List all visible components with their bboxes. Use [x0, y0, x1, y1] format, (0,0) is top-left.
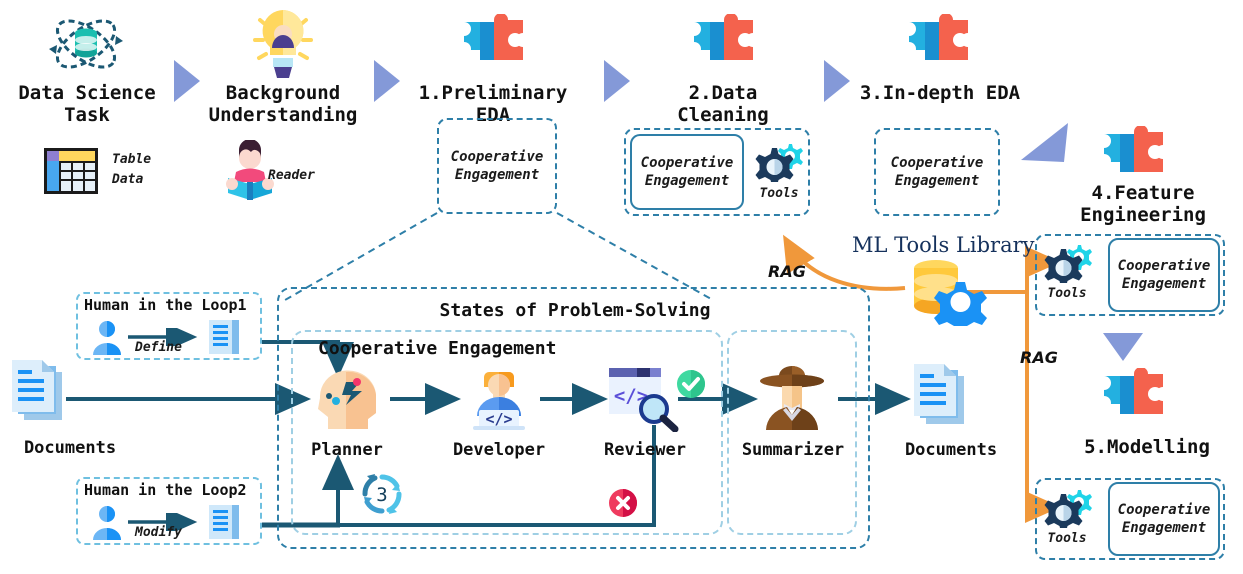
svg-text:3: 3 [376, 484, 387, 506]
svg-text:</>: </> [485, 410, 512, 428]
puzzle-pieces-icon-4 [1098, 125, 1168, 192]
coop-engagement-label-4: Cooperative Engagement [1117, 258, 1211, 292]
coop-engagement-label-5: Cooperative Engagement [1117, 502, 1211, 536]
rag-label-2: RAG [1020, 348, 1058, 367]
lightbulb-idea-icon [248, 6, 318, 82]
stage-label-modelling: 5.Modelling [1084, 436, 1210, 458]
define-arrow [128, 328, 198, 346]
table-data-label: Table Data [112, 152, 152, 187]
documents-icon-output [912, 362, 974, 432]
stage-label-background-understanding: Background Understanding [208, 82, 358, 126]
puzzle-pieces-icon-1 [458, 13, 528, 80]
documents-icon-input [10, 358, 72, 428]
modify-arrow [128, 513, 198, 531]
gear-tools-icon-3 [1044, 486, 1092, 532]
stage-label-preliminary-eda: 1.Preliminary EDA [418, 82, 568, 126]
coop-engagement-box-4: Cooperative Engagement [1108, 238, 1220, 312]
coop-engagement-box-2: Cooperative Engagement [630, 134, 744, 210]
gear-tools-icon-1 [755, 140, 803, 186]
agent-label-summarizer: Summarizer [741, 440, 845, 460]
tools-label-2: Tools [1047, 286, 1087, 301]
human-loop-2-box [76, 477, 262, 545]
tools-label-3: Tools [1047, 531, 1087, 546]
gear-tools-icon-2 [1044, 241, 1092, 287]
chevron-arrow-5-diagonal [1018, 120, 1072, 170]
user-icon-1 [90, 320, 124, 360]
cooperative-engagement-inner-box [291, 330, 723, 535]
puzzle-pieces-icon-2 [688, 13, 758, 80]
stage-label-indepth-eda: 3.In-depth EDA [859, 82, 1021, 104]
document-icon-1 [207, 318, 241, 360]
tools-label-1: Tools [759, 186, 799, 201]
database-gear-icon [900, 258, 992, 334]
puzzle-pieces-icon-3 [903, 13, 973, 80]
chevron-arrow-6-down [1100, 330, 1146, 368]
chevron-arrow-3 [602, 58, 632, 108]
refresh-loop-icon: 3 [360, 472, 404, 520]
check-circle-icon [676, 369, 706, 403]
stage-label-data-cleaning: 2.Data Cleaning [677, 82, 769, 126]
user-icon-2 [90, 505, 124, 545]
coop-engagement-box-5: Cooperative Engagement [1108, 482, 1220, 556]
stage-label-data-science-task: Data Science Task [18, 82, 156, 126]
code-review-magnifier-icon: </> [607, 366, 679, 436]
states-of-problem-solving-box [277, 287, 870, 549]
stage-box-modelling [1035, 478, 1225, 560]
stage-box-data-cleaning [624, 128, 810, 216]
modify-label: Modify [135, 525, 182, 540]
agent-label-reviewer: Reviewer [604, 440, 686, 460]
summarizer-box [727, 330, 857, 535]
chevron-arrow-1 [172, 58, 202, 108]
human-loop-2-title: Human in the Loop2 [84, 481, 247, 499]
stage-box-preliminary-eda: Cooperative Engagement [437, 118, 557, 214]
stage-label-feature-engineering: 4.Feature Engineering [1080, 182, 1206, 226]
documents-input-label: Documents [23, 438, 117, 458]
agent-label-planner: Planner [311, 440, 383, 460]
document-icon-2 [207, 503, 241, 545]
documents-output-label: Documents [904, 440, 998, 460]
table-data-icon [42, 144, 100, 202]
developer-code-icon: </> [465, 368, 533, 436]
human-loop-1-title: Human in the Loop1 [84, 296, 247, 314]
cooperative-engagement-inner-title: Cooperative Engagement [318, 338, 557, 359]
detective-icon [756, 364, 828, 436]
puzzle-pieces-icon-5 [1098, 367, 1168, 434]
coop-engagement-label-3: Cooperative Engagement [890, 155, 984, 189]
coop-engagement-label-2: Cooperative Engagement [640, 155, 734, 189]
define-label: Define [135, 340, 182, 355]
chevron-arrow-4 [822, 58, 852, 108]
ml-tools-library-label: ML Tools Library [852, 233, 1035, 257]
stage-box-feature-engineering [1035, 234, 1225, 316]
human-loop-1-box [76, 292, 262, 360]
error-cross-icon [608, 488, 638, 522]
stage-box-indepth-eda: Cooperative Engagement [874, 128, 1000, 216]
head-brain-icon [310, 368, 382, 434]
svg-text:</>: </> [614, 385, 648, 407]
rag-label-1: RAG [768, 262, 806, 281]
states-title: States of Problem-Solving [439, 300, 711, 321]
reader-person-icon [222, 139, 278, 204]
reader-label: Reader [268, 168, 315, 183]
coop-engagement-label-1: Cooperative Engagement [450, 149, 544, 183]
atom-database-icon [48, 8, 124, 80]
chevron-arrow-2 [372, 58, 402, 108]
agent-label-developer: Developer [452, 440, 546, 460]
